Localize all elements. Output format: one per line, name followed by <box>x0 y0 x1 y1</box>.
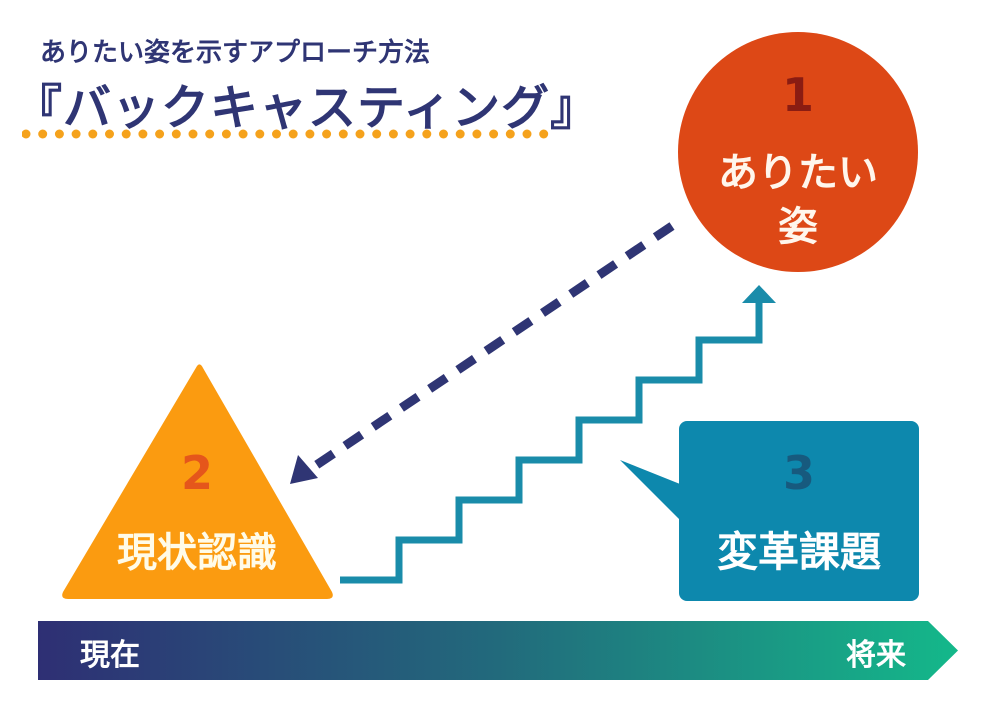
goal-number: 1 <box>781 68 814 122</box>
timeline-bar <box>38 621 958 680</box>
current-state-triangle <box>62 364 333 599</box>
goal-label-line1: ありたい <box>718 150 878 196</box>
timeline-end-label: 将来 <box>846 638 906 673</box>
current-state-label: 現状認識 <box>117 530 277 576</box>
challenge-label: 変革課題 <box>717 528 881 576</box>
backcast-dashed-arrow <box>290 222 675 484</box>
staircase-arrow <box>340 285 776 584</box>
dotted-underline <box>22 129 549 139</box>
subtitle: ありたい姿を示すアプローチ方法 <box>40 38 431 68</box>
challenge-number: 3 <box>782 446 815 500</box>
goal-circle <box>678 32 918 272</box>
page-title: 『バックキャスティング』 <box>14 80 600 136</box>
goal-label-line2: 姿 <box>778 204 818 250</box>
challenge-speech-box <box>620 421 919 601</box>
timeline-start-label: 現在 <box>80 638 140 673</box>
current-state-number: 2 <box>180 446 213 500</box>
